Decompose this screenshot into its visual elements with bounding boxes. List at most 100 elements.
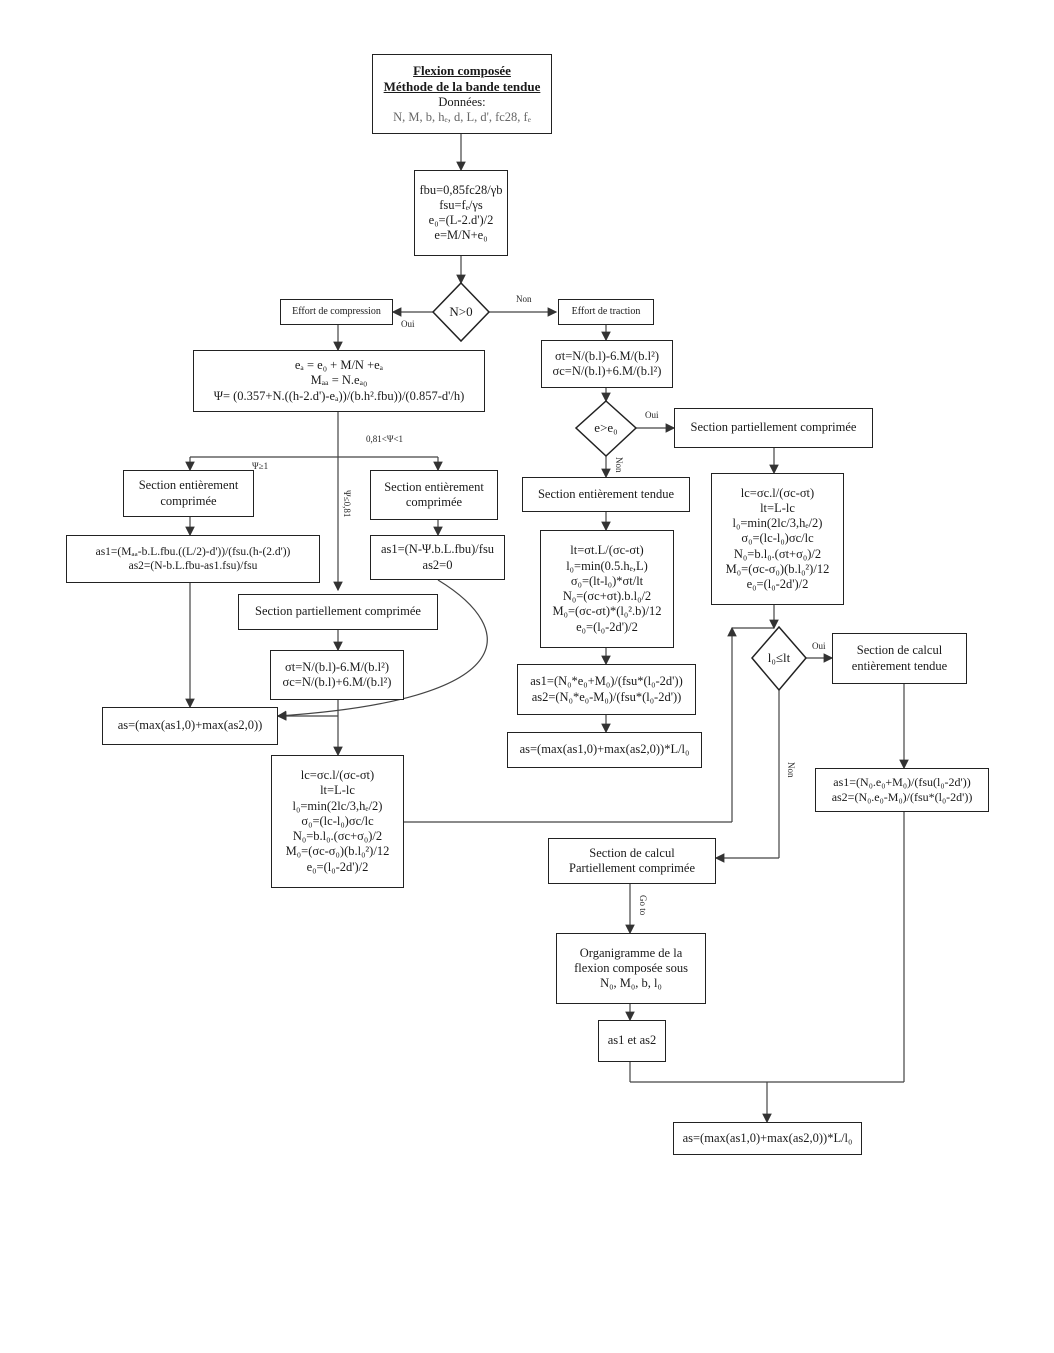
- section-part-label: Section partiellement comprimée: [255, 604, 421, 619]
- section-ent1-line: Section entièrement: [138, 478, 239, 493]
- calc-line: Ψ= (0.357+N.((h-2.d')-eₐ))/(b.h².fbu))/(…: [213, 388, 465, 403]
- decision-diamond-e: [574, 399, 638, 458]
- traction-label-box: Effort de traction: [558, 299, 654, 325]
- calc-line: e₀=(l₀-2d')/2: [576, 619, 638, 634]
- calc-line: e₀=(L-2.d')/2: [428, 213, 494, 227]
- calc-line: σ₀=(lt-l₀)*σt/lt: [570, 573, 644, 588]
- traction-label: Effort de traction: [571, 305, 641, 317]
- label-non: Non: [614, 457, 624, 473]
- calc-line: as2=0: [422, 557, 453, 572]
- calc-line: as1=(N₀*e₀+M₀)/(fsu*(l₀-2d')): [530, 674, 683, 689]
- start-title: Flexion composée: [413, 62, 511, 78]
- decision-e-text: e>e₀: [594, 420, 618, 435]
- calc-line: lt=L-lc: [760, 500, 795, 515]
- calc-line: σt=N/(b.l)-6.M/(b.l²): [555, 348, 659, 363]
- compression-label-box: Effort de compression: [280, 299, 393, 325]
- traction-part-calc-box: lc=σc.l/(σc-σt) lt=L-lc l₀=min(2lc/3,hₑ/…: [711, 473, 844, 605]
- decision-diamond-l0: [751, 625, 807, 692]
- calc-line: as1=(N-Ψ.b.L.fbu)/fsu: [380, 542, 495, 557]
- section-ent1-box: Section entièrement comprimée: [123, 470, 254, 517]
- calc-line: e₀=(l₀-2d')/2: [306, 859, 369, 874]
- calc-line: σ₀=(lc-l₀)σc/lc: [301, 813, 374, 828]
- traction-part-box: Section partiellement comprimée: [674, 408, 873, 448]
- calc-line: σc=N/(b.l)+6.M/(b.l²): [552, 364, 662, 378]
- calc-line: l₀=min(2lc/3,hₑ/2): [292, 798, 383, 813]
- calc-line: σt=N/(b.l)-6.M/(b.l²): [285, 659, 389, 674]
- final-result-box: as=(max(as1,0)+max(as2,0))*L/l₀: [673, 1122, 862, 1155]
- label-oui: Oui: [645, 410, 659, 420]
- section-ent1-calc-box: as1=(Mₐₐ-b.L.fbu.((L/2)-d'))/(fsu.(h-(2.…: [66, 535, 320, 583]
- init-calc-box: fbu=0,85fc28/γb fsu=fₑ/γs e₀=(L-2.d')/2 …: [414, 170, 508, 256]
- calc-line: M₀=(σc-σ₀)(b.l₀²)/12: [725, 561, 830, 576]
- calc-line: σ₀=(lc-l₀)σc/lc: [741, 531, 814, 546]
- section-ent1-line: comprimée: [160, 493, 217, 508]
- label-non: Non: [516, 294, 532, 304]
- calc-line: M₀=(σc-σt)*(l₀².b)/12: [552, 604, 662, 619]
- calc-line: l₀=min(2lc/3,hₑ/2): [732, 516, 823, 531]
- calc-part-line: Section de calcul: [589, 845, 675, 860]
- calc-line: N₀=b.l₀.(σt+σ₀)/2: [733, 546, 822, 561]
- start-box: Flexion composée Méthode de la bande ten…: [372, 54, 552, 134]
- calc-line: as2=(N-b.L.fbu-as1.fsu)/fsu: [128, 560, 258, 572]
- traction-ent-label: Section entièrement tendue: [537, 486, 675, 501]
- calc-line: as1=(N₀.e₀+M₀)/(fsu(l₀-2d')): [833, 775, 971, 790]
- calc-line: fbu=0,85fc28/γb: [419, 182, 503, 197]
- calc-part-line: Partiellement comprimée: [569, 861, 695, 875]
- calc-line: e=M/N+e₀: [434, 228, 488, 243]
- calc-line: eₐ = e₀ + M/N +eₐ: [294, 358, 384, 373]
- section-part-box: Section partiellement comprimée: [238, 594, 438, 630]
- section-ent2-line: Section entièrement: [384, 479, 484, 494]
- as-result-box: as=(max(as1,0)+max(as2,0)): [102, 707, 278, 745]
- traction-calc-box: σt=N/(b.l)-6.M/(b.l²) σc=N/(b.l)+6.M/(b.…: [541, 340, 673, 388]
- traction-ent-result: as=(max(as1,0)+max(as2,0))*L/l₀: [519, 742, 690, 757]
- calc-line: M₀=(σc-σ₀)(b.l₀²)/12: [285, 844, 390, 859]
- calc-line: lc=σc.l/(σc-σt): [300, 768, 375, 783]
- organigramme-box: Organigramme de la flexion composée sous…: [556, 933, 706, 1004]
- calc-line: as2=(N₀.e₀-M₀)/(fsu*(l₀-2d')): [831, 790, 973, 804]
- traction-ent-calc-box: lt=σt.L/(σc-σt) l₀=min(0.5.hₑ,L) σ₀=(lt-…: [540, 530, 674, 648]
- calc-tendue-line: entièrement tendue: [851, 658, 948, 673]
- start-data-label: Données:: [438, 94, 486, 109]
- calc-part-box: Section de calcul Partiellement comprimé…: [548, 838, 716, 884]
- psi-range-label: 0,81<Ψ<1: [366, 434, 404, 444]
- organigramme-line: N₀, M₀, b, l₀: [600, 976, 662, 991]
- calc-tendue-box: Section de calcul entièrement tendue: [832, 633, 967, 684]
- organigramme-line: Organigramme de la: [579, 945, 683, 960]
- calc-line: e₀=(l₀-2d')/2: [746, 577, 809, 592]
- label-oui: Oui: [812, 641, 826, 651]
- calc-line: N₀=b.l₀.(σc+σ₀)/2: [292, 829, 383, 844]
- decision-diamond-n: [431, 281, 491, 343]
- compression-calc-box: eₐ = e₀ + M/N +eₐ Mₐₐ = N.eₐ₀ Ψ= (0.357+…: [193, 350, 485, 412]
- calc-line: as1=(Mₐₐ-b.L.fbu.((L/2)-d'))/(fsu.(h-(2.…: [95, 545, 291, 558]
- calc-line: fsu=fₑ/γs: [439, 197, 483, 212]
- organigramme-line: flexion composée sous: [574, 960, 688, 975]
- as-pair-box: as1 et as2: [598, 1020, 666, 1062]
- section-ent2-line: comprimée: [405, 495, 463, 509]
- as-pair: as1 et as2: [607, 1033, 657, 1048]
- label-oui: Oui: [401, 319, 415, 329]
- traction-ent-box: Section entièrement tendue: [522, 477, 690, 512]
- decision-n-text: N>0: [449, 304, 473, 319]
- calc-line: Mₐₐ = N.eₐ₀: [310, 373, 368, 388]
- section-ent2-box: Section entièrement comprimée: [370, 470, 498, 520]
- calc-line: lt=L-lc: [320, 783, 355, 798]
- calc-line: lt=σt.L/(σc-σt): [570, 543, 644, 558]
- decision-l0-text: l₀≤lt: [767, 650, 791, 665]
- section-part-sigma-box: σt=N/(b.l)-6.M/(b.l²) σc=N/(b.l)+6.M/(b.…: [270, 650, 404, 700]
- psi-ge1-label: Ψ≥1: [252, 461, 269, 471]
- calc-line: N₀=(σc+σt).b.l₀/2: [562, 589, 652, 603]
- calc-tendue-as-box: as1=(N₀.e₀+M₀)/(fsu(l₀-2d')) as2=(N₀.e₀-…: [815, 768, 989, 812]
- calc-line: as2=(N₀*e₀-M₀)/(fsu*(l₀-2d')): [531, 689, 682, 704]
- start-subtitle: Méthode de la bande tendue: [383, 78, 541, 94]
- traction-ent-result-box: as=(max(as1,0)+max(as2,0))*L/l₀: [507, 732, 702, 768]
- start-data-vars: N, M, b, hₑ, d, L, d', fc28, fₑ: [393, 109, 531, 124]
- goto-label: Go to: [638, 895, 648, 916]
- calc-line: l₀=min(0.5.hₑ,L): [566, 558, 648, 573]
- calc-tendue-line: Section de calcul: [856, 643, 943, 658]
- traction-part-label: Section partiellement comprimée: [690, 420, 857, 435]
- compression-label: Effort de compression: [292, 305, 381, 317]
- calc-line: lc=σc.l/(σc-σt): [740, 485, 815, 500]
- traction-ent-as-box: as1=(N₀*e₀+M₀)/(fsu*(l₀-2d')) as2=(N₀*e₀…: [517, 664, 696, 715]
- final-result: as=(max(as1,0)+max(as2,0))*L/l₀: [682, 1130, 853, 1145]
